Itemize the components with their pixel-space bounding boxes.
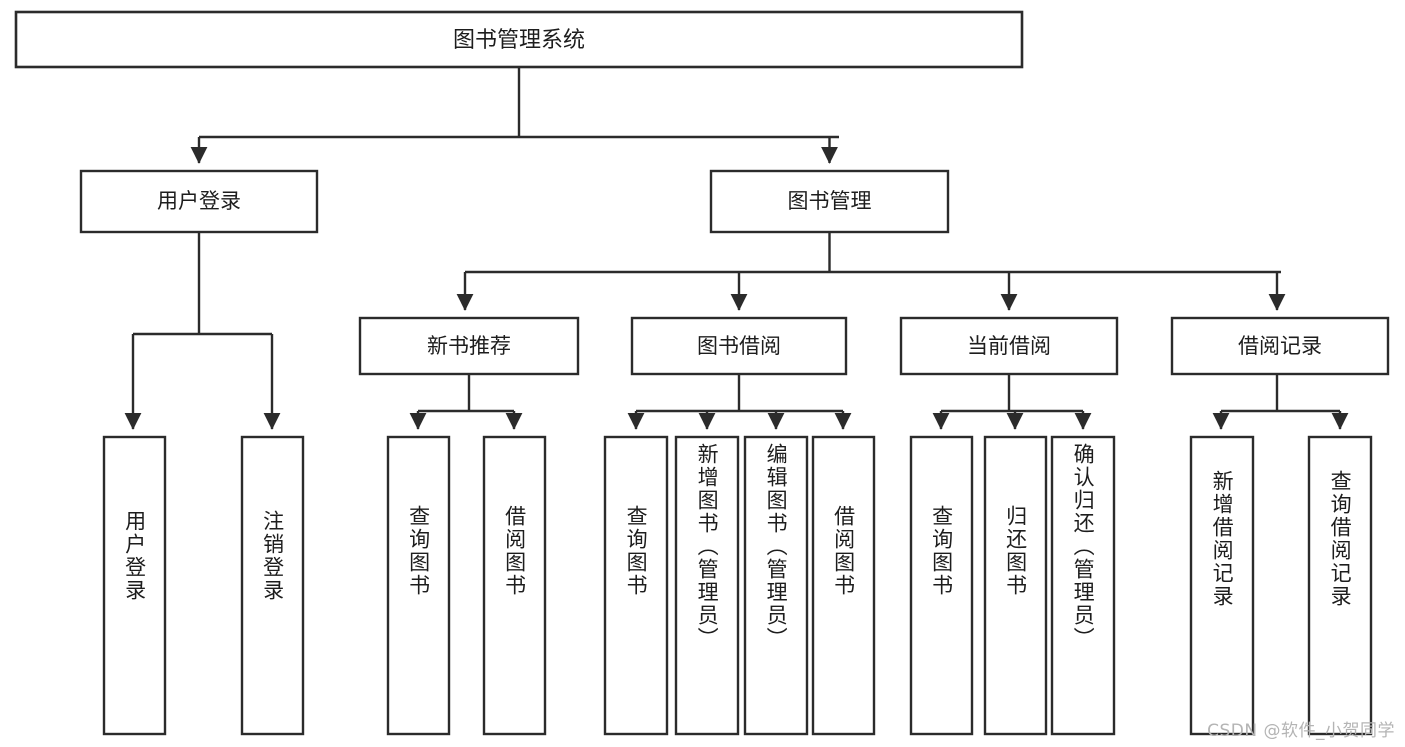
leaf-boxes xyxy=(102,435,1373,736)
leaf-box-edit-book[interactable] xyxy=(743,435,809,736)
leaf-box-add-book[interactable] xyxy=(674,435,740,736)
node-book-manage[interactable]: 图书管理 xyxy=(709,169,950,234)
node-user-login-label: 用户登录 xyxy=(157,189,241,213)
node-book-borrow[interactable]: 图书借阅 xyxy=(630,316,848,376)
leaf-box-confirm-return[interactable] xyxy=(1050,435,1116,736)
connector-borrowrecord-to-leaves xyxy=(1212,374,1349,430)
node-new-book-recommend[interactable]: 新书推荐 xyxy=(358,316,580,376)
leaf-box-user-login[interactable] xyxy=(102,435,167,736)
node-root-label: 图书管理系统 xyxy=(453,28,585,53)
leaf-box-query-book-1[interactable] xyxy=(386,435,451,736)
csdn-watermark: CSDN @软件_小贺同学 xyxy=(1207,721,1395,741)
connector-bookborrow-to-leaves xyxy=(627,374,852,430)
connector-currentborrow-to-leaves xyxy=(932,374,1092,430)
connector-userlogin-to-leaves xyxy=(124,232,281,430)
leaf-box-add-record[interactable] xyxy=(1189,435,1255,736)
leaf-box-borrow-book-1[interactable] xyxy=(482,435,547,736)
leaf-box-logout-login[interactable] xyxy=(240,435,305,736)
node-borrow-record-label: 借阅记录 xyxy=(1238,334,1322,358)
node-current-borrow[interactable]: 当前借阅 xyxy=(899,316,1119,376)
leaf-box-query-record[interactable] xyxy=(1307,435,1373,736)
leaf-box-borrow-book-2[interactable] xyxy=(811,435,876,736)
connector-bookmanage-to-level3 xyxy=(456,232,1286,311)
node-root[interactable]: 图书管理系统 xyxy=(14,10,1024,69)
leaf-box-return-book[interactable] xyxy=(983,435,1048,736)
node-borrow-record[interactable]: 借阅记录 xyxy=(1170,316,1390,376)
node-new-book-recommend-label: 新书推荐 xyxy=(427,334,511,358)
node-user-login[interactable]: 用户登录 xyxy=(79,169,319,234)
connector-root-to-level2 xyxy=(190,67,839,164)
leaf-box-query-book-3[interactable] xyxy=(909,435,974,736)
node-current-borrow-label: 当前借阅 xyxy=(967,334,1051,358)
connector-newbook-to-leaves xyxy=(409,374,523,430)
node-book-borrow-label: 图书借阅 xyxy=(697,334,781,358)
node-book-manage-label: 图书管理 xyxy=(788,189,872,213)
leaf-box-query-book-2[interactable] xyxy=(603,435,669,736)
